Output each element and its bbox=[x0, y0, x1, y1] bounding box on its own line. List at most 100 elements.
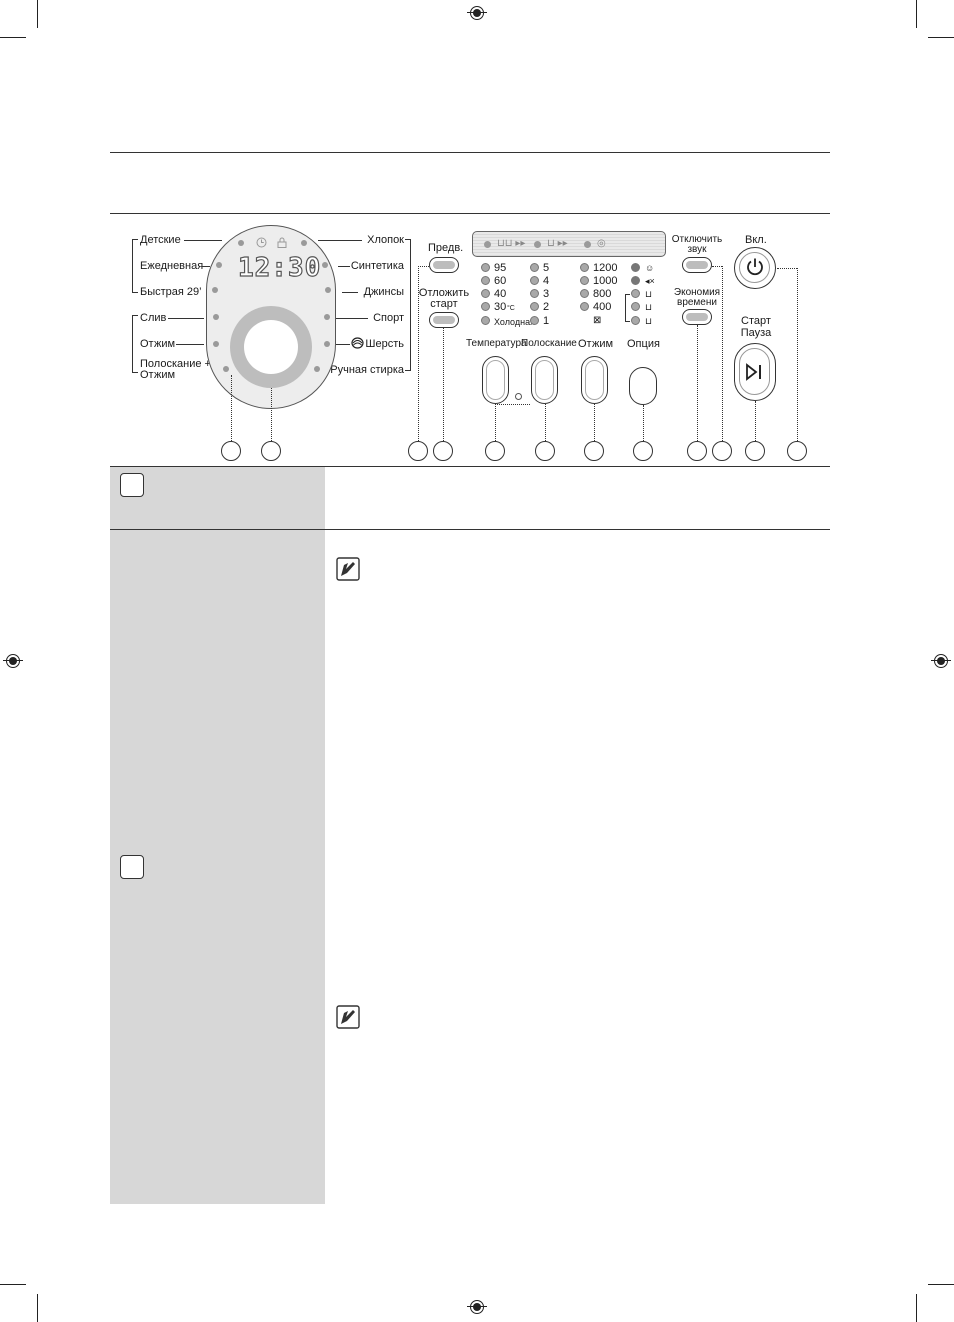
crop-mark bbox=[37, 0, 38, 28]
spin-value: 800 bbox=[593, 288, 612, 300]
option-button[interactable] bbox=[629, 367, 657, 405]
rinse-indicator bbox=[530, 302, 539, 311]
leader-line bbox=[342, 292, 358, 293]
leader-line bbox=[184, 240, 222, 241]
registration-mark-icon bbox=[467, 6, 487, 20]
rinse-indicator bbox=[530, 289, 539, 298]
spin-stage-icon: ◎ bbox=[597, 238, 606, 249]
bell-icon: ☺ bbox=[645, 263, 655, 273]
callout-leader bbox=[697, 325, 698, 441]
callout-leader bbox=[712, 266, 722, 267]
crop-mark bbox=[0, 37, 26, 38]
callout-leader bbox=[443, 328, 444, 441]
callout-circle bbox=[745, 441, 765, 461]
option-indicator bbox=[631, 302, 640, 311]
leader-line bbox=[168, 318, 204, 319]
program-label-sport: Спорт bbox=[373, 312, 404, 324]
callout-circle bbox=[408, 441, 428, 461]
callout-leader bbox=[418, 266, 429, 267]
callout-leader bbox=[643, 405, 644, 441]
rinse-button[interactable] bbox=[531, 356, 558, 404]
program-indicator bbox=[212, 287, 218, 293]
power-button[interactable] bbox=[734, 247, 776, 289]
rinse-value: 5 bbox=[543, 262, 550, 274]
callout-circle bbox=[535, 441, 555, 461]
callout-circle bbox=[221, 441, 241, 461]
temp-value: 60 bbox=[494, 275, 507, 287]
callout-leader bbox=[231, 375, 232, 441]
crop-mark bbox=[37, 1294, 38, 1322]
callout-leader bbox=[545, 404, 546, 441]
crop-mark bbox=[916, 1294, 917, 1322]
power-label: Вкл. bbox=[745, 234, 767, 246]
temp-value: 40 bbox=[494, 288, 507, 300]
mute-button[interactable] bbox=[682, 257, 712, 273]
rinse-value: 2 bbox=[543, 301, 550, 313]
temp-value: Холодная bbox=[494, 317, 535, 327]
registration-mark-icon bbox=[931, 654, 951, 668]
callout-circle bbox=[433, 441, 453, 461]
time-display: 12:30 bbox=[237, 252, 322, 283]
program-label-kids: Детские bbox=[140, 234, 181, 246]
program-indicator bbox=[325, 287, 331, 293]
wool-icon bbox=[351, 337, 364, 349]
rinse-indicator bbox=[530, 263, 539, 272]
leader-line bbox=[338, 266, 350, 267]
program-indicator bbox=[223, 366, 229, 372]
start-pause-button[interactable] bbox=[734, 343, 776, 401]
temp-indicator bbox=[481, 276, 490, 285]
program-label-drain: Слив bbox=[140, 312, 167, 324]
program-indicator bbox=[322, 262, 328, 268]
program-label-cotton: Хлопок bbox=[367, 234, 404, 246]
cycle-indicator bbox=[484, 241, 491, 248]
cycle-status-strip bbox=[472, 231, 666, 257]
temperature-label: Температура bbox=[466, 338, 527, 349]
program-label-rinse-spin: Полоскание + bbox=[140, 358, 211, 370]
temp-indicator bbox=[481, 263, 490, 272]
mute-icon: ◂× bbox=[645, 276, 655, 286]
callout-leader bbox=[722, 266, 723, 441]
spin-label: Отжим bbox=[578, 338, 614, 350]
callout-leader bbox=[755, 401, 756, 441]
program-label-daily: Ежедневная bbox=[140, 260, 204, 272]
delay-start-button[interactable] bbox=[429, 312, 459, 328]
temperature-button[interactable] bbox=[482, 356, 509, 404]
spin-indicator bbox=[580, 302, 589, 311]
leader-line bbox=[318, 240, 362, 241]
crop-mark bbox=[928, 1284, 954, 1285]
power-icon bbox=[747, 258, 763, 276]
spin-value: 1000 bbox=[593, 275, 618, 287]
left-bracket-top bbox=[132, 239, 138, 293]
program-label-wool: Шерсть bbox=[365, 338, 404, 350]
time-save-button[interactable] bbox=[682, 309, 712, 325]
prewash-label: Предв. bbox=[428, 242, 464, 254]
program-indicator bbox=[213, 314, 219, 320]
option-icon: ⊔ bbox=[645, 302, 653, 312]
callout-leader bbox=[594, 404, 595, 441]
program-dial-center[interactable] bbox=[244, 320, 298, 374]
note-icon bbox=[336, 1005, 360, 1029]
leader-line bbox=[336, 318, 368, 319]
callout-leader bbox=[797, 268, 798, 441]
option-indicator bbox=[631, 263, 640, 272]
callout-circle bbox=[787, 441, 807, 461]
spin-value: 400 bbox=[593, 301, 612, 313]
callout-leader bbox=[418, 266, 419, 441]
option-icon: ⊔ bbox=[645, 289, 653, 299]
registration-mark-icon bbox=[3, 654, 23, 668]
leader-line bbox=[202, 266, 210, 267]
callout-circle bbox=[261, 441, 281, 461]
rinse-value: 3 bbox=[543, 288, 550, 300]
temp-indicator bbox=[481, 302, 490, 311]
program-indicator bbox=[324, 341, 330, 347]
lock-icon bbox=[277, 237, 287, 248]
rinse-label: Полоскание bbox=[521, 338, 577, 349]
program-indicator bbox=[324, 314, 330, 320]
program-indicator bbox=[213, 341, 219, 347]
option-indicator bbox=[631, 316, 640, 325]
rinse-indicator bbox=[530, 316, 539, 325]
spin-button[interactable] bbox=[581, 356, 608, 404]
program-label-spin: Отжим bbox=[140, 338, 176, 350]
prewash-button[interactable] bbox=[429, 257, 459, 273]
table-label-column bbox=[110, 530, 325, 1204]
